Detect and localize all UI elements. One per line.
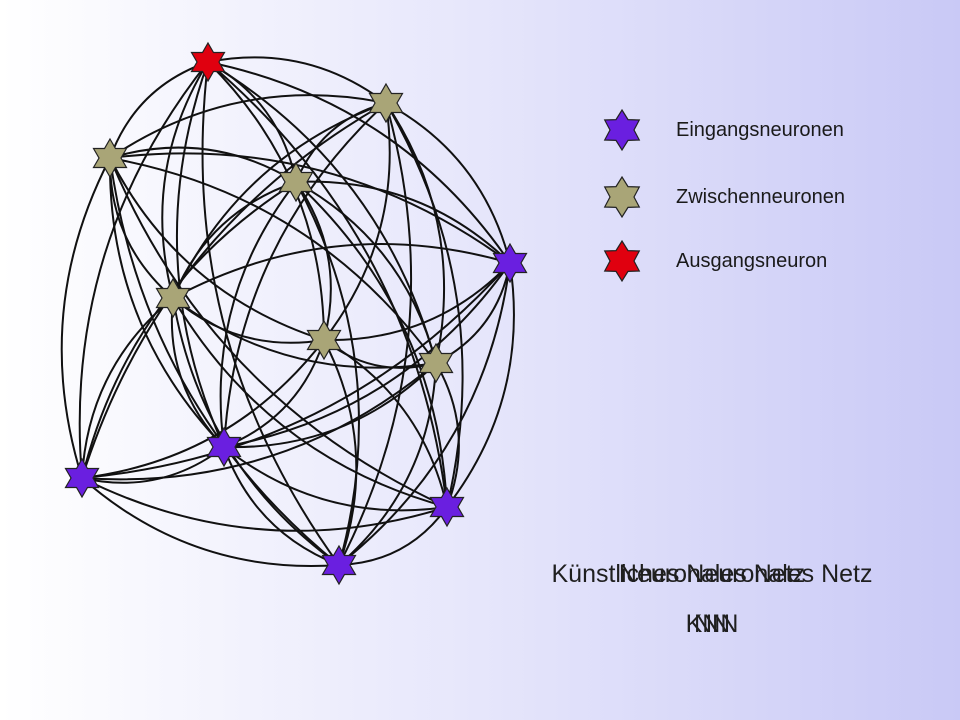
connection-edge (323, 262, 511, 342)
connection-edge (109, 157, 448, 508)
connection-edge (161, 61, 209, 299)
connection-edge (109, 157, 437, 364)
connection-edge (323, 339, 358, 566)
connection-edge (223, 339, 325, 448)
connection-edge (81, 477, 340, 567)
connection-edge (109, 146, 297, 183)
title-short: Neuronales Netz (618, 560, 806, 588)
connection-edge (81, 339, 325, 479)
legend-item-input: Eingangsneuronen (600, 105, 900, 155)
title-abbrev-nn: NN (693, 610, 731, 638)
connection-edge (338, 262, 511, 566)
connection-edge (108, 157, 225, 448)
input-neuron-star-icon (603, 108, 641, 152)
hidden-neuron-star-icon (603, 175, 641, 219)
connection-edge (295, 181, 437, 364)
input-neuron-node (206, 426, 242, 468)
title-abbrev-knn: KNN (685, 610, 739, 638)
legend-label-output: Ausgangsneuron (676, 250, 828, 272)
legend-label-hidden: Zwischenneuronen (676, 186, 845, 208)
hidden-neuron-node (278, 161, 314, 203)
title-line-2: KNN NN (512, 610, 912, 642)
connection-edge (81, 297, 174, 479)
connection-edge (81, 102, 387, 479)
connection-edge (78, 61, 209, 479)
neuron-nodes (64, 41, 528, 586)
connection-edge (109, 157, 340, 566)
connection-edge (223, 262, 511, 448)
hidden-neuron-node (418, 342, 454, 384)
connection-edge (223, 446, 340, 566)
legend-item-output: Ausgangsneuron (600, 236, 900, 286)
connection-edge (295, 181, 360, 566)
connection-edge (219, 181, 297, 448)
connection-edge (338, 362, 437, 566)
hidden-neuron-node (306, 319, 342, 361)
connection-edge (172, 297, 325, 344)
connection-edge (338, 506, 448, 566)
hidden-neuron-node (368, 82, 404, 124)
connection-edge (81, 181, 297, 479)
hidden-neuron-node (92, 137, 128, 179)
connection-edge (435, 362, 460, 508)
title-full: Künstliches Neuronales Netz (551, 560, 873, 588)
connection-edge (175, 61, 225, 448)
connection-edge (109, 94, 387, 159)
connection-edge (170, 297, 225, 448)
connection-edge (385, 102, 446, 364)
connection-edge (223, 446, 448, 512)
input-neuron-node (64, 457, 100, 499)
legend-item-hidden: Zwischenneuronen (600, 172, 900, 222)
input-neuron-node (321, 544, 357, 586)
output-neuron-star-icon (603, 239, 641, 283)
connection-edge (207, 56, 387, 104)
connection-edge (109, 157, 325, 341)
input-neuron-node (429, 486, 465, 528)
connection-edge (323, 339, 448, 508)
connection-edge (81, 477, 448, 532)
connection-edge (81, 262, 511, 479)
connection-edge (172, 181, 297, 299)
connection-edge (385, 102, 511, 264)
connection-edges (60, 56, 515, 567)
connection-edge (385, 102, 464, 508)
connection-edge (446, 262, 515, 508)
hidden-neuron-node (155, 277, 191, 319)
output-neuron-node (190, 41, 226, 83)
connection-edge (207, 61, 437, 364)
connection-edge (323, 102, 391, 341)
connection-edge (207, 61, 448, 508)
legend-label-input: Eingangsneuronen (676, 119, 844, 141)
connection-edge (109, 152, 511, 264)
connection-edge (109, 61, 209, 159)
connection-edge (295, 181, 332, 341)
connection-edge (81, 362, 437, 481)
connection-edge (81, 446, 225, 484)
input-neuron-node (492, 242, 528, 284)
title-line-1: Künstliches Neuronales Netz Neuronales N… (512, 560, 912, 592)
connection-edge (295, 180, 511, 264)
connection-edge (201, 61, 340, 566)
connection-edge (172, 242, 511, 299)
connection-edge (60, 157, 111, 479)
connection-edge (207, 61, 511, 264)
